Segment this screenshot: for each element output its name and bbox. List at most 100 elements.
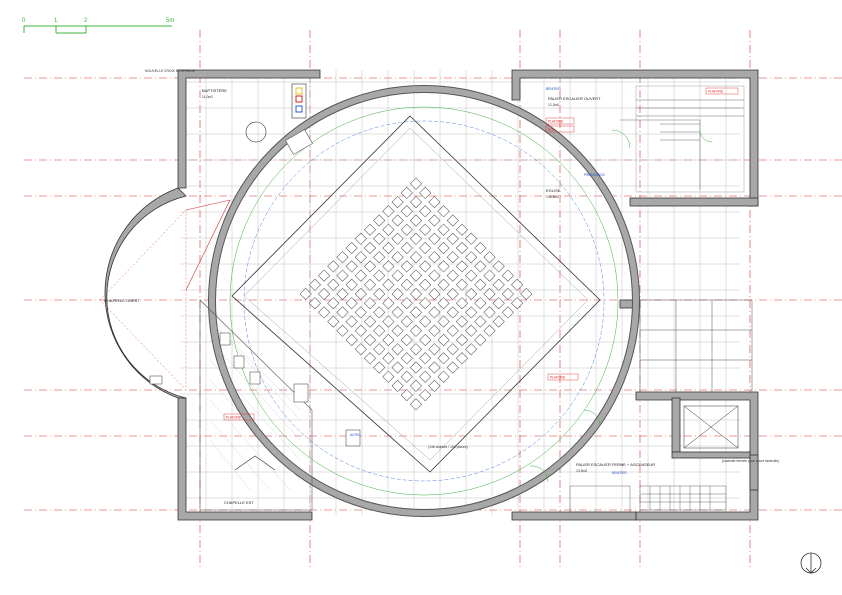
chair [428,232,441,245]
tag-plafond-1: PLAFOND [548,120,564,124]
tiled-room [639,299,753,393]
chair [345,278,358,291]
chair [382,241,395,255]
chair [391,343,404,356]
chair [409,177,423,190]
chair [409,343,423,356]
tags: PLAFOND SOL PLAFOND PLAFOND PLAFOND PRES… [223,87,739,475]
chair [345,333,358,347]
chair [299,287,312,301]
chair [345,315,358,328]
chair [373,287,386,301]
chair [391,379,404,392]
label-baptistere: BAPTISTERE [202,88,227,93]
chair [465,251,478,264]
tag-sol-1: SOL [548,128,555,132]
chair [419,297,432,310]
label-palier-ferme: PALIER ESCALIER FERME + ASCENSEUR [576,462,655,467]
chair [455,297,469,310]
chair [354,251,367,264]
chair [419,389,432,402]
chair [419,186,432,199]
tag-autel: AUTEL [350,433,361,437]
chair [373,361,386,374]
chair [446,343,459,356]
seating-area [231,115,601,473]
chair [428,306,441,319]
label-eglise-area: 146,8m2 [546,195,559,199]
chair [474,278,487,291]
chair [446,306,459,319]
chair [455,241,469,255]
chair [437,223,450,236]
chair [409,306,423,319]
chair [308,278,321,291]
chair [474,333,487,347]
tag-plafond-3: PLAFOND [550,376,566,380]
chair [446,324,459,337]
chair [409,269,423,282]
chair [391,232,404,245]
chair [455,333,469,347]
chair [428,251,441,264]
scale-bar: 0 1 2 5m [22,18,174,34]
chair [391,287,404,301]
chair [446,232,459,245]
chair [446,214,459,227]
chair [409,324,423,337]
chair [354,343,367,356]
chair [428,324,441,337]
chair [391,361,404,374]
chair [465,324,478,337]
chair [455,223,469,236]
chair [437,315,450,328]
stair-open [620,85,745,193]
chair [354,324,367,337]
chair [391,324,404,337]
chair [391,269,404,282]
chair [373,306,386,319]
chapelle-est-zone [199,299,361,511]
chair [419,278,432,291]
exterior-walls [104,69,759,521]
chair [382,297,395,310]
chair [382,278,395,291]
chair [336,251,349,264]
chair [409,251,423,264]
chair [400,352,413,365]
chair [501,269,514,282]
chair [354,232,367,245]
tag-plafond-4: PLAFOND [226,416,242,420]
chair [382,333,395,347]
chair [483,269,496,282]
chair [419,352,432,365]
chair [363,223,377,236]
chair [419,223,432,236]
tag-benitier-1: BENITIER [546,87,561,91]
church-rotunda [208,85,640,517]
chair [409,398,423,411]
chair [437,205,450,218]
chair [492,315,505,328]
baptistere-zone [245,83,313,155]
chair [400,370,413,383]
chair [474,241,487,255]
chair [428,269,441,282]
chair [363,352,377,365]
scale-label-0: 0 [22,18,26,24]
chair [391,196,404,209]
tag-presidence: PRESIDENCE [584,173,605,177]
chair [511,278,524,291]
chair [354,306,367,319]
chair [400,389,413,402]
label-chapelle-est: CHAPELLE EST [224,500,254,505]
chair [409,379,423,392]
chair [327,278,340,291]
chair [327,315,340,328]
chair [419,333,432,347]
chair [400,333,413,347]
chair [437,260,450,273]
chair [373,343,386,356]
chair [428,343,441,356]
chair [437,241,450,255]
